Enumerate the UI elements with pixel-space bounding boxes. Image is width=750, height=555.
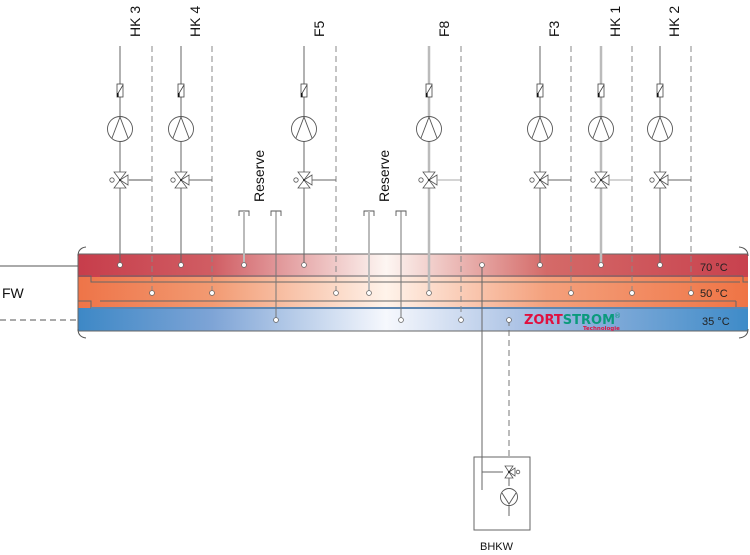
reserve-label-2: Reserve [376,150,392,202]
circuit-hk3 [107,46,155,296]
return-connection-dot [149,290,155,296]
layer-35c [78,308,748,331]
temperature-sensor-icon [300,83,308,98]
pump-icon [416,115,442,142]
return-connection-dot [209,290,215,296]
circuit-f5 [291,46,339,296]
mixing-valve-icon [293,171,313,189]
mixing-valve-icon [109,171,129,189]
supply-connection-dot [301,262,307,268]
circuit-label-hk1: HK 1 [607,6,623,37]
temperature-sensor-icon [597,83,605,98]
bhkw-supply-dot [479,262,485,268]
return-connection-dot [568,290,574,296]
circuit-hk1 [588,46,635,296]
reserves [238,210,407,323]
supply-connection-dot [426,290,432,296]
mixing-valve-icon [649,171,669,189]
circuit-label-f5: F5 [311,20,327,37]
circuit-f8 [416,46,464,323]
mixing-valve-icon [418,171,438,189]
reserve-stub [270,210,282,323]
logo-part1: ZORT [524,313,563,328]
circuit-label-hk3: HK 3 [127,6,143,37]
pump-icon [291,115,317,142]
connection-dot [366,290,372,296]
supply-connection-dot [537,262,543,268]
circuit-hk2 [647,46,694,296]
mixing-valve-icon [504,465,521,479]
reserve-label-1: Reserve [251,150,267,202]
connection-dot [241,262,247,268]
connection-dot [273,317,279,323]
reserve-stub [238,210,250,268]
mixing-valve-icon [529,171,549,189]
pump-icon [647,115,673,142]
temperature-sensor-icon [116,83,124,98]
connection-dot [398,317,404,323]
temp-label-35c: 35 °C [702,316,730,328]
temperature-sensor-icon [536,83,544,98]
supply-connection-dot [178,262,184,268]
temp-label-70c: 70 °C [700,262,728,274]
manifold [77,246,749,339]
circuit-label-f3: F3 [546,20,562,37]
svg-text:ZORTSTROM: ZORTSTROM [524,313,615,328]
circuit-label-f8: F8 [436,20,452,37]
circuits [107,46,694,323]
reserve-stub [363,210,375,296]
return-connection-dot [629,290,635,296]
fw-label: FW [2,285,25,301]
circuit-label-hk2: HK 2 [666,6,682,37]
temperature-sensor-icon [177,83,185,98]
fw-connection: FW [0,265,78,321]
logo-subtitle: Technologie [583,326,620,332]
pump-icon [500,488,518,506]
pump-icon [527,115,553,142]
mixing-valve-icon [170,171,190,189]
pump-icon [107,115,133,142]
logo-mark: ® [614,312,621,320]
temp-label-50c: 50 °C [700,288,728,300]
mixing-valve-icon [590,171,610,189]
circuit-hk4 [168,46,215,296]
bhkw-return-dot [506,317,512,323]
supply-connection-dot [117,262,123,268]
bhkw-box [473,456,531,531]
bhkw-unit: BHKW [473,265,531,553]
pump-icon [588,115,614,142]
layer-70c [78,254,748,277]
temperature-sensor-icon [425,83,433,98]
logo-part2: STROM [563,313,615,328]
return-connection-dot [688,290,694,296]
supply-connection-dot [657,262,663,268]
return-connection-dot [458,317,464,323]
temperature-sensor-icon [656,83,664,98]
reserve-stub [395,210,407,323]
bhkw-label: BHKW [480,541,514,553]
circuit-f3 [527,46,574,296]
circuit-label-hk4: HK 4 [187,6,203,37]
pump-icon [168,115,194,142]
return-connection-dot [333,290,339,296]
supply-connection-dot [598,262,604,268]
zortstrom-logo: ZORTSTROM ® Technologie [524,312,621,332]
